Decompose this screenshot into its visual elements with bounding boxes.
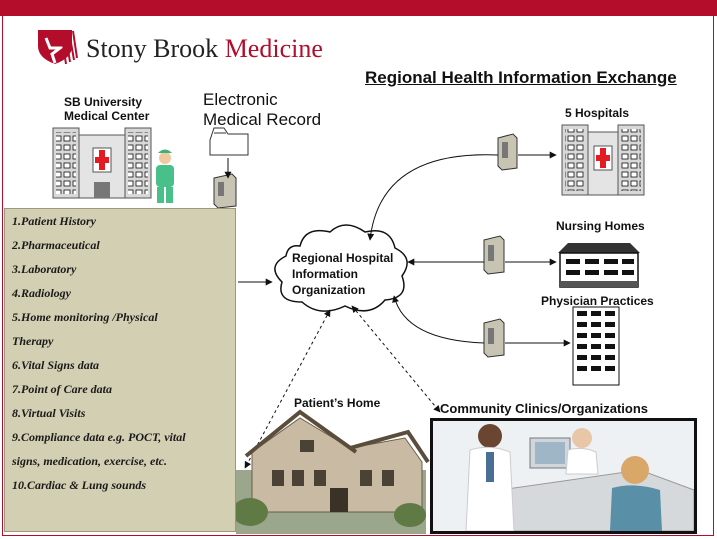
brand-name: Stony Brook Medicine (86, 34, 323, 64)
server-icon (497, 133, 518, 171)
data-types-list: 1.Patient History 2.Pharmaceutical 3.Labor… (4, 208, 236, 532)
rhio-clinic-link (351, 305, 441, 413)
data-type-item: 4.Radiology (12, 286, 71, 300)
data-types-panel (4, 208, 236, 532)
server-icon (213, 173, 237, 209)
brand-name-part1: Stony Brook (86, 34, 225, 63)
community-label: Community Clinics/Organizations (440, 401, 649, 416)
server-icon (483, 318, 505, 358)
rhio-to-physician-server-arrow (392, 295, 485, 344)
folder-icon (209, 127, 249, 156)
data-type-item: 3.Laboratory (12, 262, 77, 276)
shield-logo-icon (38, 30, 78, 65)
community-clinic-box (430, 418, 697, 534)
emr-line1: Electronic (203, 90, 278, 109)
nursing-home-icon (558, 243, 640, 288)
clinic-photo (433, 421, 695, 532)
emr-line2: Medical Record (203, 110, 322, 129)
rhio-line1: Regional Hospital (292, 251, 394, 265)
data-type-item: 5.Home monitoring /Physical (12, 310, 158, 324)
house-photo (232, 409, 430, 534)
dashed-connectors (244, 305, 441, 469)
page-title: Regional Health Information Exchange (365, 68, 677, 87)
data-type-item: 7.Point of Care data (12, 382, 113, 396)
slide-frame (2, 16, 714, 536)
hospitals-label: 5 Hospitals (565, 106, 630, 120)
data-type-item: 2.Pharmaceutical (12, 238, 100, 252)
nursing-homes-label: Nursing Homes (556, 219, 645, 233)
server-icon (483, 235, 505, 275)
emr-label: Electronic Medical Record (203, 90, 321, 130)
physician-practices-label: Physician Practices (541, 294, 654, 308)
rhio-line3: Organization (292, 283, 366, 297)
server-to-rhio-arrow (367, 154, 499, 241)
hospital-building-icon (52, 127, 152, 199)
data-type-item: signs, medication, exercise, etc. (12, 454, 167, 468)
data-type-item: Therapy (12, 334, 54, 348)
data-type-item: 6.Vital Signs data (12, 358, 100, 372)
hospital-building-icon (561, 124, 645, 196)
sb-center-line2: Medical Center (64, 109, 150, 123)
brand-name-part2: Medicine (224, 34, 323, 63)
data-type-item: 9.Compliance data e.g. POCT, vital (12, 430, 186, 444)
data-type-item: 1.Patient History (12, 214, 96, 228)
rhio-label: Regional Hospital Information Organizati… (292, 250, 393, 298)
nurse-icon (156, 149, 174, 203)
cloud-icon (274, 224, 408, 312)
data-type-item: 10.Cardiac & Lung sounds (12, 478, 147, 492)
rhio-line2: Information (292, 267, 358, 281)
sb-center-line1: SB University (64, 95, 143, 109)
office-tower-icon (572, 306, 620, 386)
data-type-item: 8.Virtual Visits (12, 406, 86, 420)
sb-center-label: SB University Medical Center (64, 95, 149, 123)
top-accent-bar (0, 0, 717, 16)
